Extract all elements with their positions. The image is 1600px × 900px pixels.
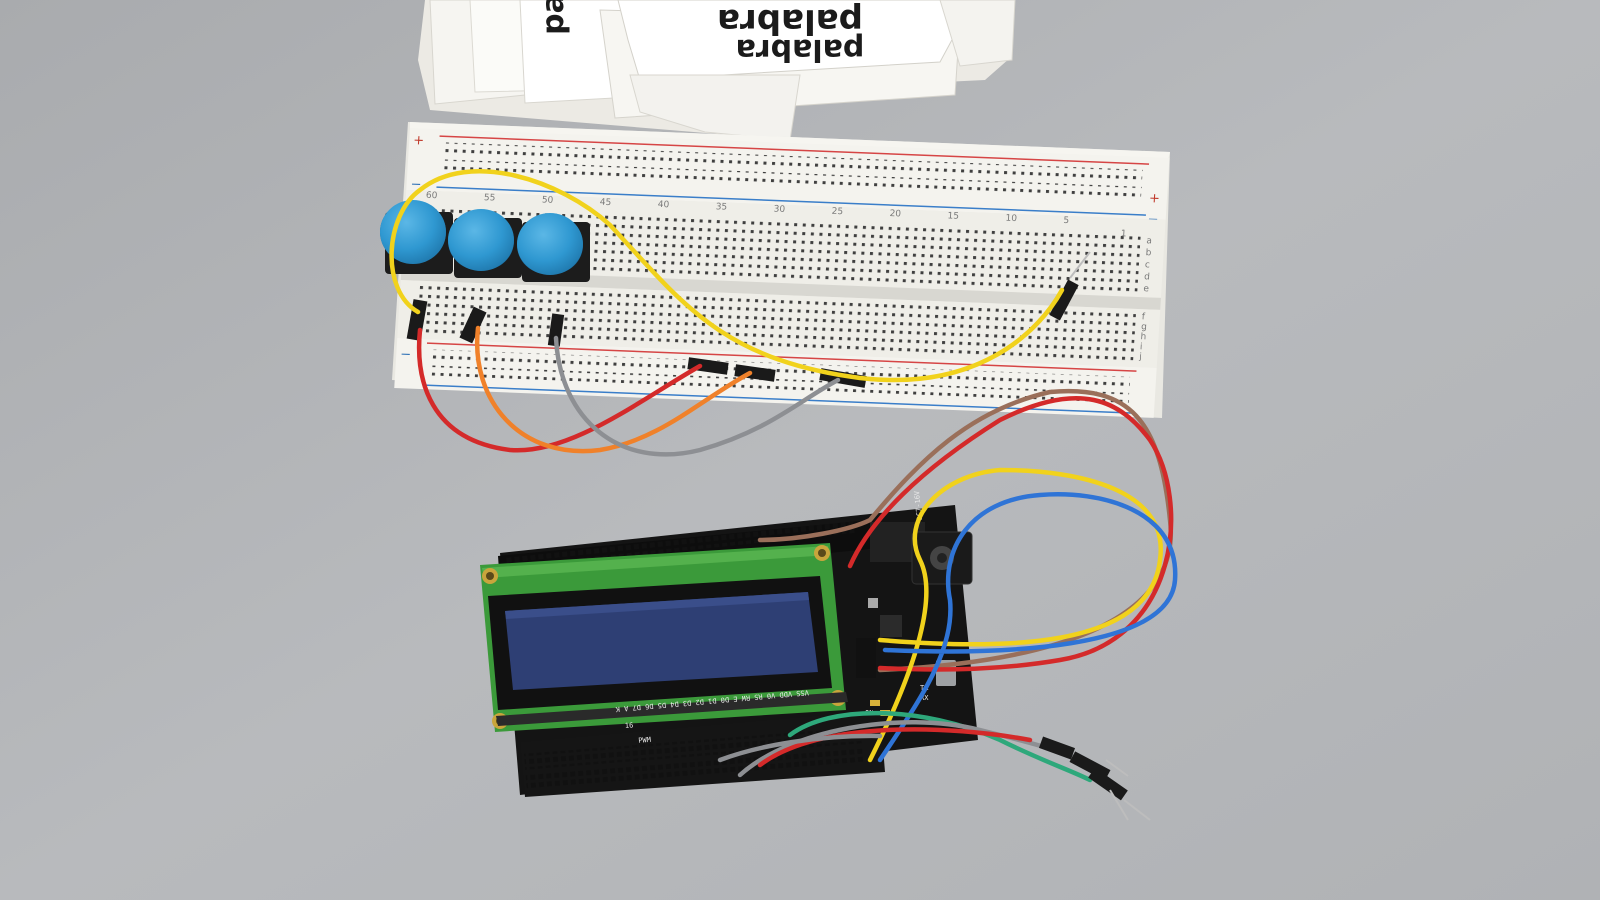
pwm-label: PWM bbox=[638, 736, 651, 745]
lcd-pin-16: 16 bbox=[625, 721, 634, 730]
svg-text:1: 1 bbox=[1120, 229, 1126, 239]
svg-text:5: 5 bbox=[1063, 216, 1069, 226]
svg-text:15: 15 bbox=[947, 211, 959, 221]
svg-text:g: g bbox=[1141, 322, 1147, 332]
dc-voltage-label: DC7-16V bbox=[913, 490, 924, 521]
paper-card-stack: palabra palabra pa bbox=[418, 0, 1016, 141]
wire-blue-loop bbox=[877, 492, 1178, 763]
wire-orange bbox=[474, 325, 753, 454]
rx-label: RX bbox=[920, 694, 929, 702]
rail-minus-bottom: − bbox=[400, 347, 412, 362]
card-word-front: palabra bbox=[717, 1, 863, 41]
svg-text:a: a bbox=[1146, 236, 1152, 246]
rail-minus-top: − bbox=[410, 177, 422, 192]
rail-plus-right: + bbox=[1148, 191, 1160, 206]
svg-text:45: 45 bbox=[599, 198, 611, 208]
svg-text:20: 20 bbox=[889, 209, 901, 219]
svg-text:40: 40 bbox=[657, 200, 669, 210]
svg-text:30: 30 bbox=[773, 204, 785, 214]
wire-gray bbox=[553, 335, 841, 457]
svg-text:j: j bbox=[1138, 352, 1142, 362]
svg-text:55: 55 bbox=[484, 193, 496, 203]
svg-text:b: b bbox=[1145, 248, 1152, 258]
wire-yellow-loop bbox=[867, 467, 1163, 763]
pushbutton-icon[interactable] bbox=[517, 213, 590, 282]
breadboard: + − + − 60 55 50 45 40 35 30 25 20 15 10… bbox=[392, 122, 1170, 418]
wire-gray-low-2 bbox=[717, 733, 883, 763]
svg-text:h: h bbox=[1140, 332, 1146, 342]
jumper-wires bbox=[389, 169, 1178, 783]
svg-text:d: d bbox=[1144, 272, 1150, 282]
svg-text:i: i bbox=[1140, 342, 1143, 352]
svg-text:25: 25 bbox=[831, 207, 843, 217]
card-word-back: palabra bbox=[736, 32, 865, 67]
lcd-screen-icon bbox=[505, 592, 818, 690]
row-letters-top: a b c d e bbox=[1143, 236, 1152, 294]
svg-text:10: 10 bbox=[1005, 214, 1017, 224]
wire-yellow-long bbox=[389, 169, 1065, 383]
loose-wire-ends bbox=[1038, 736, 1151, 821]
svg-text:e: e bbox=[1143, 284, 1150, 294]
svg-text:35: 35 bbox=[715, 202, 727, 212]
row-letters-bottom: f g h i j bbox=[1138, 312, 1147, 362]
svg-text:50: 50 bbox=[542, 195, 554, 205]
lcd-module: VSS VDD V0 RS RW E D0 D1 D2 D3 D4 D5 D6 … bbox=[480, 543, 848, 732]
card-word-corner: pa bbox=[536, 0, 571, 35]
wire-red-long bbox=[847, 396, 1174, 672]
svg-text:f: f bbox=[1141, 312, 1146, 322]
rail-plus-top: + bbox=[413, 133, 425, 148]
svg-text:60: 60 bbox=[426, 191, 438, 201]
pushbutton-icon[interactable] bbox=[380, 200, 453, 274]
pushbutton-row bbox=[380, 200, 590, 282]
pushbutton-icon[interactable] bbox=[448, 209, 522, 278]
wire-red-low bbox=[757, 727, 1033, 768]
svg-text:c: c bbox=[1145, 260, 1151, 270]
wire-red bbox=[416, 327, 703, 453]
column-numbers-top: 60 55 50 45 40 35 30 25 20 15 10 5 1 bbox=[426, 191, 1127, 240]
